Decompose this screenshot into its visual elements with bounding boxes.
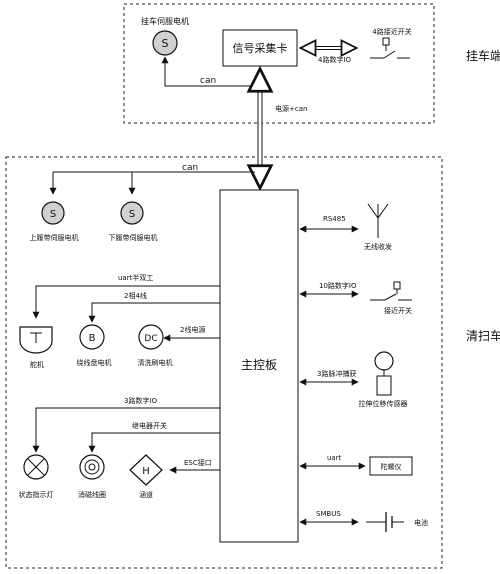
trailer-servo-motor: S [152, 30, 178, 56]
trailer-sensor-label: 4路接近开关 [372, 27, 411, 36]
rudder-label: 舵机 [30, 360, 44, 369]
lower-motor-symbol: S [129, 209, 135, 220]
demag-label: 消磁线圈 [78, 490, 106, 499]
proximity-switch-icon [370, 37, 410, 59]
ducted-fan-icon: H [129, 454, 163, 486]
battery-icon [366, 512, 404, 532]
brush-motor: DC [138, 324, 164, 350]
uart-half-label: uart半双工 [118, 273, 153, 282]
card-label: 信号采集卡 [233, 41, 288, 55]
trailer-can-label: can [200, 76, 216, 86]
demag-coil-icon [79, 454, 105, 480]
brush-symbol: DC [144, 334, 157, 344]
sweeper-can-label: can [182, 163, 198, 173]
io3-link [32, 407, 220, 453]
power-can-label: 电源+can [275, 104, 307, 113]
duct-symbol: H [142, 466, 150, 477]
uart-label: uart [327, 454, 342, 462]
lower-track-servo-motor: S [120, 201, 144, 225]
sweeper-proximity-switch-icon [370, 281, 412, 301]
gyroscope-box [369, 456, 413, 476]
main-board-label: 主控板 [241, 358, 277, 372]
lower-motor-label: 下履带伺服电机 [109, 233, 158, 242]
trailer-region-label: 挂车端 [466, 48, 500, 63]
antenna-icon [367, 203, 389, 238]
upper-motor-symbol: S [50, 209, 56, 220]
status-light-icon [23, 454, 49, 480]
main-control-board [219, 189, 299, 543]
esc-label: ESC接口 [184, 458, 212, 467]
two-wire-label: 2线电源 [180, 325, 205, 334]
winder-symbol: B [89, 333, 96, 344]
trailer-io-label: 4路数字IO [318, 55, 352, 64]
status-light-label: 状态指示灯 [19, 490, 54, 499]
upper-track-servo-motor: S [41, 201, 65, 225]
uart-half-duplex-link [32, 285, 220, 319]
encoder-label: 拉伸位移传感器 [359, 399, 408, 408]
prox-label: 接近开关 [384, 306, 412, 315]
battery-label: 电池 [414, 518, 428, 527]
brush-label: 清洗刷电机 [138, 358, 173, 367]
signal-acquisition-card [222, 29, 298, 67]
relay-label: 继电器开关 [132, 421, 167, 430]
trailer-motor-label: 挂车伺服电机 [141, 16, 189, 26]
winder-label: 绕线盘电机 [77, 358, 112, 367]
io3-label: 3路数字IO [124, 396, 158, 405]
relay-link [88, 432, 220, 453]
two-phase-label: 2相4线 [124, 291, 147, 300]
sweeper-region-label: 清扫车 [466, 328, 500, 343]
displacement-sensor-icon [374, 351, 394, 396]
duct-label: 涵道 [139, 490, 153, 499]
wireless-label: 无线收发 [364, 242, 392, 251]
trailer-motor-symbol: S [162, 37, 169, 50]
gyro-label: 陀螺仪 [381, 462, 402, 471]
upper-motor-label: 上履带伺服电机 [30, 233, 79, 242]
trailer-region-frame [123, 3, 435, 124]
sweeper-region-frame [5, 156, 443, 569]
pulse-label: 3路脉冲捕获 [317, 369, 356, 378]
rs485-label: RS485 [323, 215, 346, 223]
smbus-label: SMBUS [316, 510, 341, 518]
rudder-servo-icon [19, 326, 53, 354]
two-phase-link [88, 302, 220, 323]
io10-label: 10路数字IO [319, 281, 357, 290]
winder-motor: B [79, 324, 105, 350]
